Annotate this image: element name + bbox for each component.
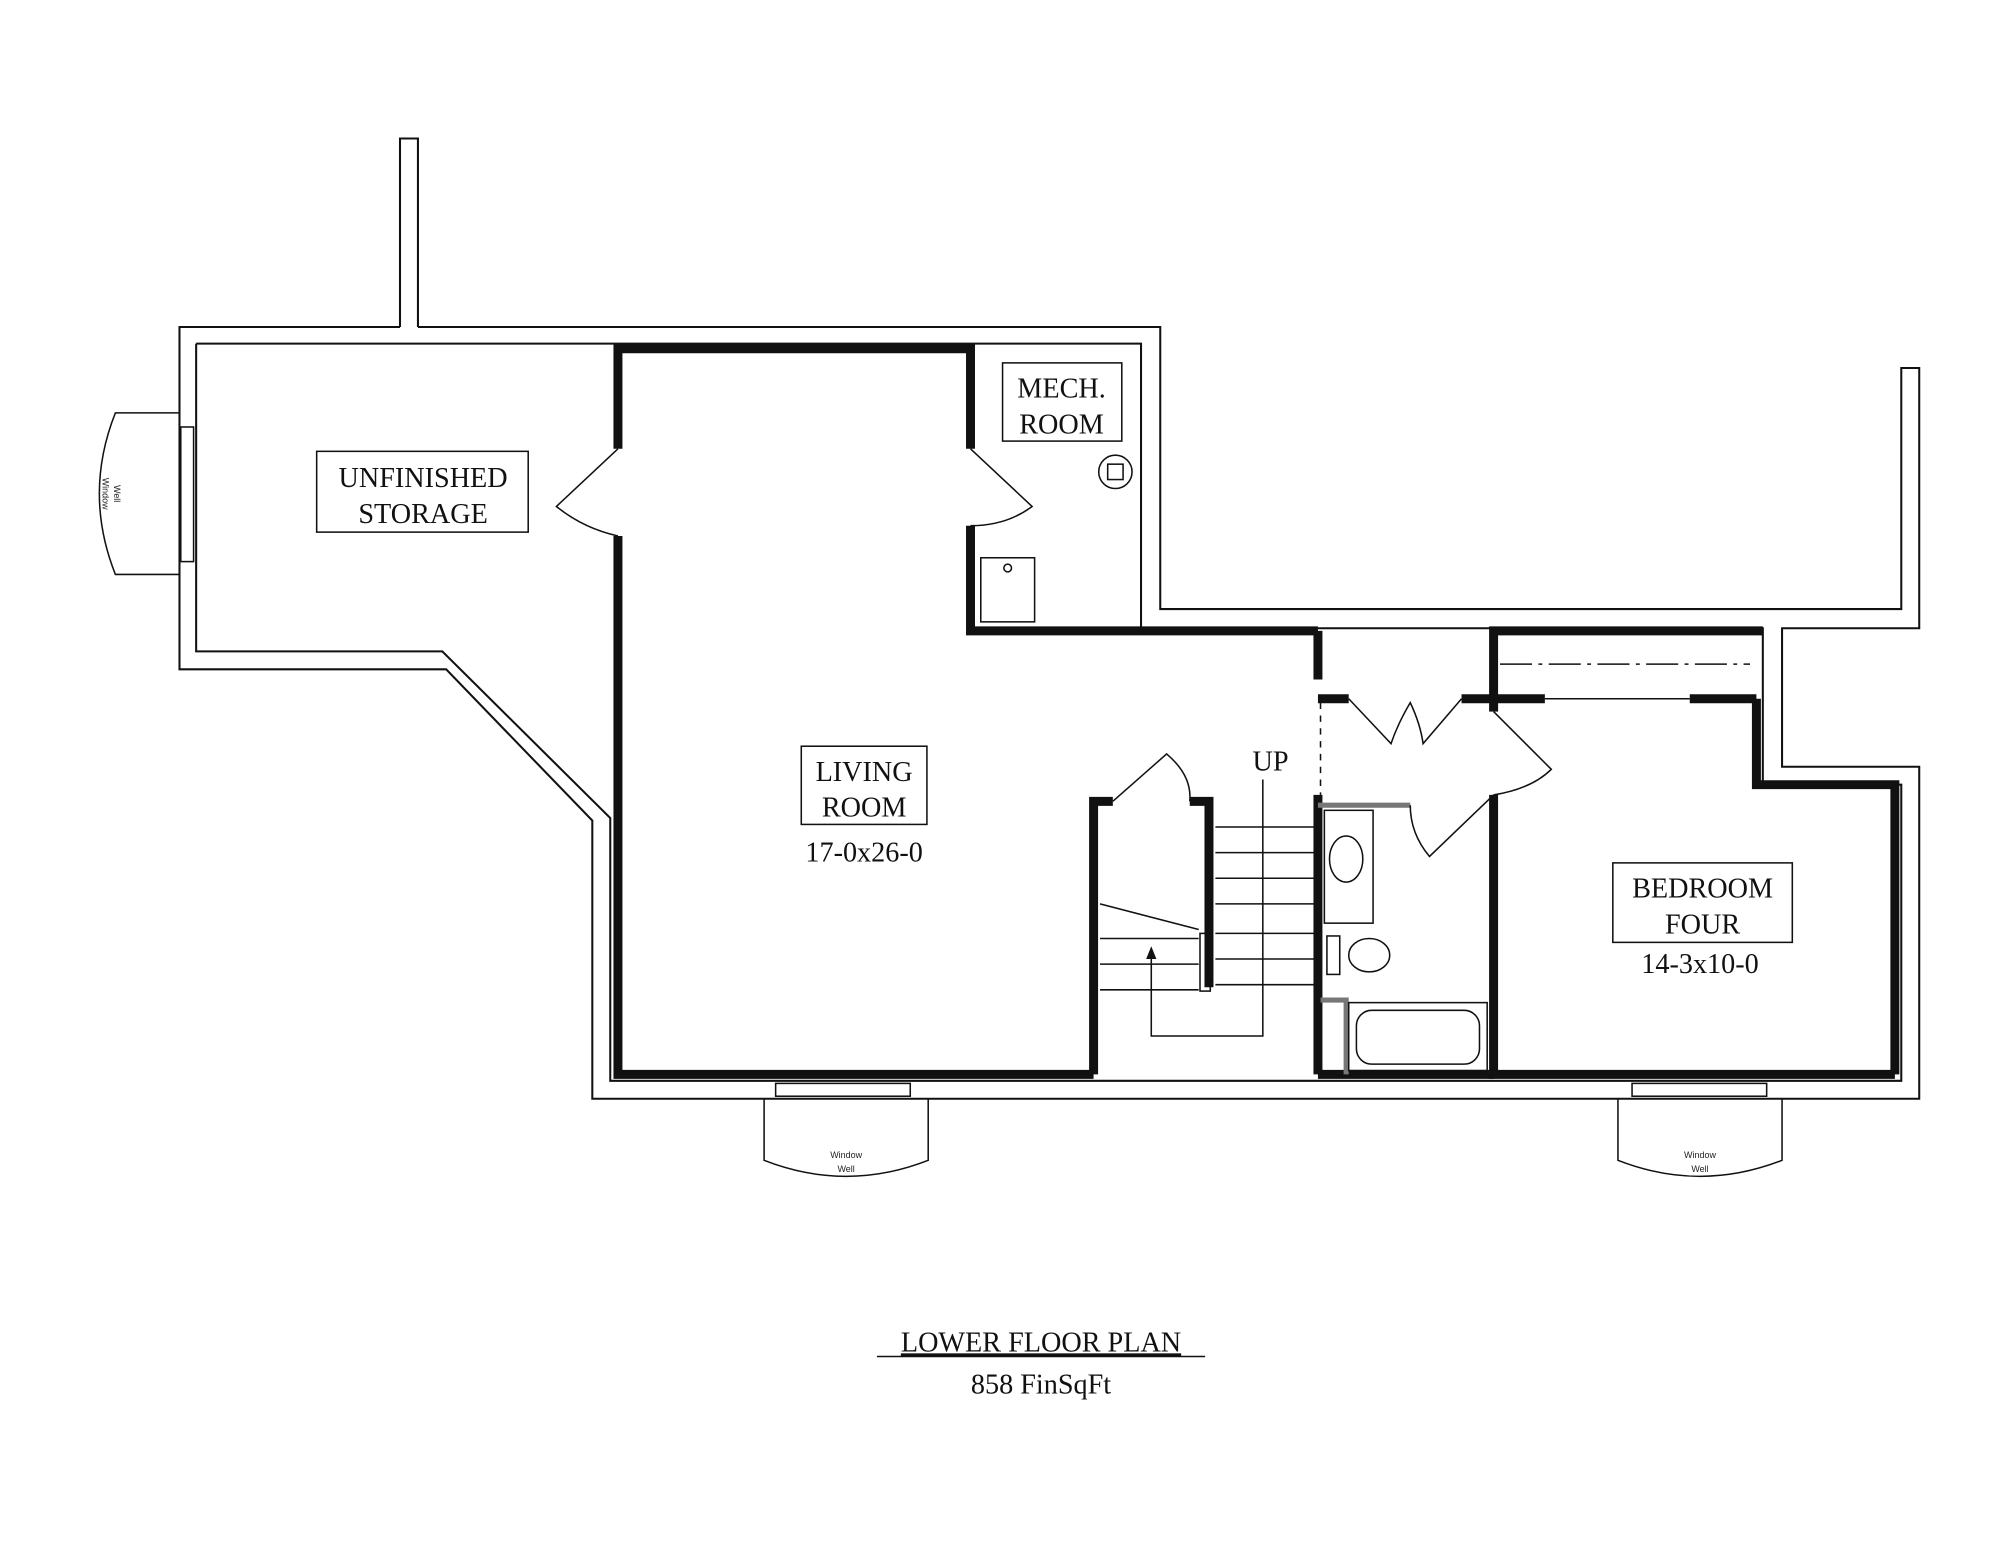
doors: [555, 448, 1751, 858]
window-well-label: Window: [830, 1150, 862, 1160]
storage-label-line2: STORAGE: [358, 499, 487, 530]
fixtures: [980, 454, 1488, 1072]
bedroom-size: 14-3x10-0: [1641, 949, 1758, 980]
plan-title: LOWER FLOOR PLAN: [901, 1327, 1181, 1358]
room-label-living: LIVING ROOM 17-0x26-0: [800, 745, 928, 869]
window-well-label-2: Well: [838, 1164, 855, 1174]
storage-label-line1: UNFINISHED: [339, 463, 508, 494]
stairs: [1099, 779, 1315, 1037]
bedroom-label-line2: FOUR: [1665, 909, 1740, 940]
mech-label-line1: MECH.: [1017, 374, 1106, 405]
window-well-label: Window: [1684, 1150, 1716, 1160]
bedroom-label-line1: BEDROOM: [1632, 873, 1773, 904]
living-label-line1: LIVING: [816, 757, 913, 788]
mech-label-line2: ROOM: [1019, 409, 1104, 440]
stairs-up-label: UP: [1252, 747, 1288, 778]
window-well-label: Window: [101, 478, 111, 510]
window-well-label-2: Well: [1691, 1164, 1708, 1174]
living-label-line2: ROOM: [822, 793, 907, 824]
living-room-size: 17-0x26-0: [805, 838, 922, 869]
room-label-bedroom: BEDROOM FOUR 14-3x10-0: [1612, 862, 1794, 980]
interior-walls: [613, 344, 1900, 1079]
foundation-walls: [178, 137, 1921, 1100]
room-label-mech: MECH. ROOM: [1001, 362, 1123, 442]
room-label-storage: UNFINISHED STORAGE: [315, 450, 529, 533]
plan-square-footage: 858 FinSqFt: [971, 1370, 1111, 1401]
